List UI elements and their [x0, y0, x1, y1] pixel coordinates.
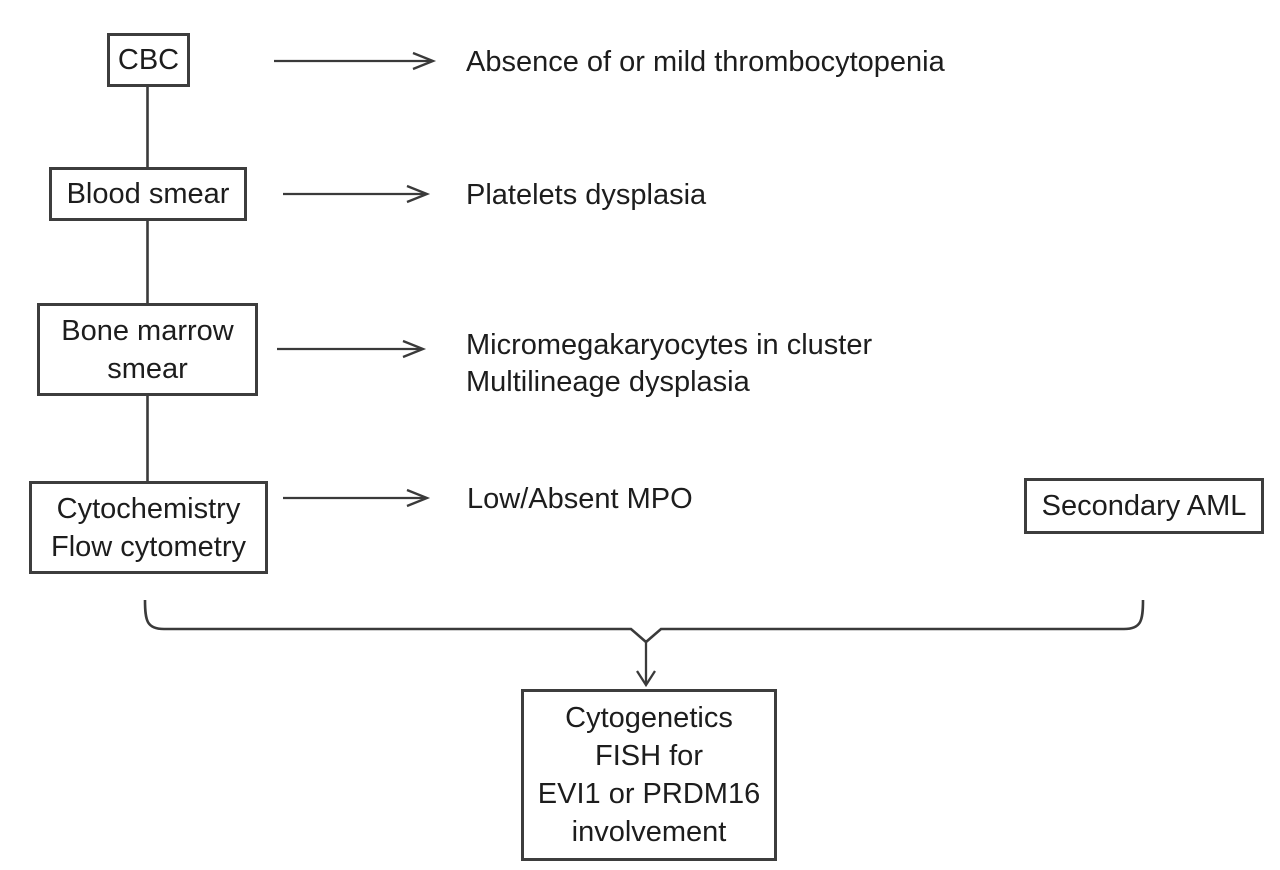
- cytogenetics-label-line4: involvement: [571, 816, 727, 848]
- finding-bone-marrow: Micromegakaryocytes in cluster Multiline…: [466, 327, 872, 401]
- cytochemistry-flow-cytometry-box: Cytochemistry Flow cytometry: [29, 481, 268, 574]
- blood-smear-box: Blood smear: [49, 167, 247, 221]
- arrowhead-right-icon: [412, 51, 437, 71]
- finding-thrombocytopenia: Absence of or mild thrombocytopenia: [466, 46, 945, 78]
- finding-micromegakaryocytes: Micromegakaryocytes in cluster: [466, 329, 873, 361]
- secondary-aml-box: Secondary AML: [1024, 478, 1264, 534]
- arrow-blood-smear-finding: [283, 184, 431, 204]
- cbc-label: CBC: [117, 44, 180, 76]
- finding-platelets-dysplasia: Platelets dysplasia: [466, 179, 707, 211]
- bone-marrow-label-line2: smear: [107, 352, 188, 385]
- finding-multilineage-dysplasia: Multilineage dysplasia: [466, 366, 750, 398]
- arrowhead-right-icon: [402, 339, 427, 359]
- bone-marrow-label-line1: Bone marrow: [61, 314, 234, 347]
- blood-smear-label: Blood smear: [66, 178, 230, 210]
- cbc-box: CBC: [107, 33, 190, 87]
- cytochemistry-label-line2: Flow cytometry: [51, 530, 246, 563]
- merge-brace: [143, 599, 1145, 644]
- arrowhead-right-icon: [406, 488, 431, 508]
- arrow-to-cytogenetics: [636, 640, 656, 688]
- arrow-bone-marrow-finding: [277, 339, 427, 359]
- arrowhead-right-icon: [406, 184, 431, 204]
- cytogenetics-label-line1: Cytogenetics: [565, 702, 733, 734]
- cytogenetics-label-line3: EVI1 or PRDM16: [537, 778, 761, 810]
- arrow-cytochemistry-finding: [283, 488, 431, 508]
- finding-low-absent-mpo: Low/Absent MPO: [467, 483, 693, 515]
- cytogenetics-fish-box: Cytogenetics FISH for EVI1 or PRDM16 inv…: [521, 689, 777, 861]
- arrow-cbc-finding: [274, 51, 437, 71]
- secondary-aml-label: Secondary AML: [1041, 490, 1247, 522]
- arrowhead-down-icon: [636, 670, 656, 688]
- cytochemistry-label-line1: Cytochemistry: [56, 492, 241, 525]
- bone-marrow-smear-box: Bone marrow smear: [37, 303, 258, 396]
- cytogenetics-label-line2: FISH for: [595, 740, 703, 772]
